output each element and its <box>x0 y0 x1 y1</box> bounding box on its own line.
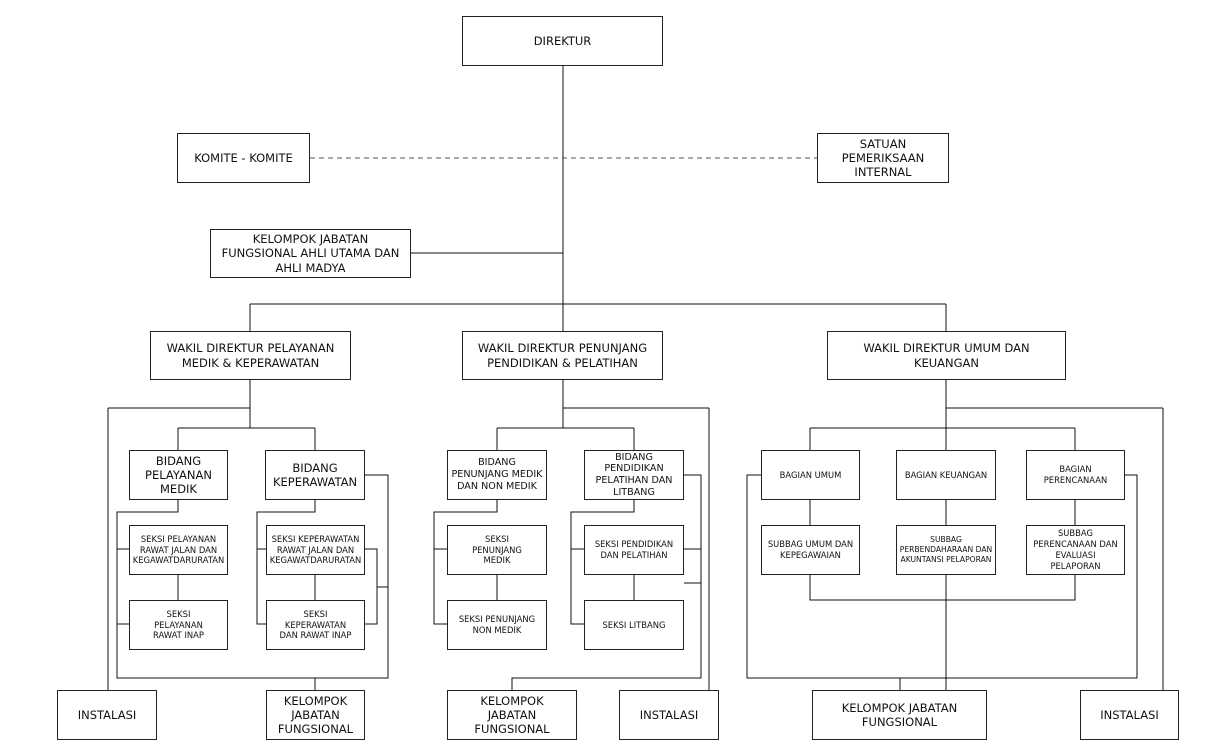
kjf-ahli-box: KELOMPOK JABATAN FUNGSIONAL AHLI UTAMA D… <box>210 229 411 278</box>
bidang-keperawatan-box: BIDANG KEPERAWATAN <box>265 450 365 500</box>
instalasi-1-label: INSTALASI <box>77 707 137 722</box>
kjf-1-label: KELOMPOK JABATAN FUNGSIONAL <box>277 693 354 736</box>
seksi-pelayanan-rawat-jalan-label: SEKSI PELAYANAN RAWAT JALAN DAN KEGAWATD… <box>132 533 225 566</box>
wadir-pelayanan-box: WAKIL DIREKTUR PELAYANAN MEDIK & KEPERAW… <box>150 331 351 380</box>
bagian-keuangan-box: BAGIAN KEUANGAN <box>896 450 996 500</box>
bagian-perencanaan-box: BAGIAN PERENCANAAN <box>1026 450 1125 500</box>
wadir-penunjang-box: WAKIL DIREKTUR PENUNJANG PENDIDIKAN & PE… <box>462 331 663 380</box>
bagian-perencanaan-label: BAGIAN PERENCANAAN <box>1043 464 1108 485</box>
spi-label: SATUAN PEMERIKSAAN INTERNAL <box>841 136 925 179</box>
bidang-pelayanan-medik-box: BIDANG PELAYANAN MEDIK <box>129 450 228 500</box>
seksi-pelayanan-rawat-jalan-box: SEKSI PELAYANAN RAWAT JALAN DAN KEGAWATD… <box>129 525 228 575</box>
wadir-penunjang-label: WAKIL DIREKTUR PENUNJANG PENDIDIKAN & PE… <box>477 341 648 370</box>
bidang-penunjang-label: BIDANG PENUNJANG MEDIK DAN NON MEDIK <box>451 457 543 492</box>
kjf-1-box: KELOMPOK JABATAN FUNGSIONAL <box>266 690 365 740</box>
wadir-umum-box: WAKIL DIREKTUR UMUM DAN KEUANGAN <box>827 331 1066 380</box>
seksi-keperawatan-rawat-inap-label: SEKSI KEPERAWATAN DAN RAWAT INAP <box>279 608 352 641</box>
seksi-litbang-box: SEKSI LITBANG <box>584 600 684 650</box>
direktur-label: DIREKTUR <box>533 33 592 48</box>
bidang-penunjang-box: BIDANG PENUNJANG MEDIK DAN NON MEDIK <box>447 450 547 500</box>
subbag-perbendaharaan-label: SUBBAG PERBENDAHARAAN DAN AKUNTANSI PELA… <box>899 534 993 565</box>
kjf-3-box: KELOMPOK JABATAN FUNGSIONAL <box>812 690 987 740</box>
bidang-keperawatan-label: BIDANG KEPERAWATAN <box>272 460 358 489</box>
bidang-pendidikan-label: BIDANG PENDIDIKAN PELATIHAN DAN LITBANG <box>595 451 673 498</box>
subbag-perencanaan-label: SUBBAG PERENCANAAN DAN EVALUASI PELAPORA… <box>1033 528 1118 571</box>
seksi-pelayanan-rawat-inap-box: SEKSI PELAYANAN RAWAT INAP <box>129 600 228 650</box>
subbag-perencanaan-box: SUBBAG PERENCANAAN DAN EVALUASI PELAPORA… <box>1026 525 1125 575</box>
instalasi-2-label: INSTALASI <box>639 707 699 722</box>
seksi-penunjang-non-medik-box: SEKSI PENUNJANG NON MEDIK <box>447 600 547 650</box>
subbag-umum-box: SUBBAG UMUM DAN KEPEGAWAIAN <box>761 525 860 575</box>
instalasi-3-box: INSTALASI <box>1080 690 1179 740</box>
seksi-pendidikan-box: SEKSI PENDIDIKAN DAN PELATIHAN <box>584 525 684 575</box>
subbag-perbendaharaan-box: SUBBAG PERBENDAHARAAN DAN AKUNTANSI PELA… <box>896 525 996 575</box>
bagian-umum-box: BAGIAN UMUM <box>761 450 860 500</box>
seksi-pelayanan-rawat-inap-label: SEKSI PELAYANAN RAWAT INAP <box>153 608 204 641</box>
instalasi-2-box: INSTALASI <box>619 690 719 740</box>
seksi-litbang-label: SEKSI LITBANG <box>602 619 666 630</box>
kjf-ahli-label: KELOMPOK JABATAN FUNGSIONAL AHLI UTAMA D… <box>221 232 400 275</box>
seksi-keperawatan-rawat-inap-box: SEKSI KEPERAWATAN DAN RAWAT INAP <box>266 600 365 650</box>
bagian-keuangan-label: BAGIAN KEUANGAN <box>904 469 988 480</box>
bidang-pendidikan-box: BIDANG PENDIDIKAN PELATIHAN DAN LITBANG <box>584 450 684 500</box>
seksi-pendidikan-label: SEKSI PENDIDIKAN DAN PELATIHAN <box>594 539 674 560</box>
kjf-2-label: KELOMPOK JABATAN FUNGSIONAL <box>474 693 550 736</box>
spi-box: SATUAN PEMERIKSAAN INTERNAL <box>817 133 949 183</box>
seksi-keperawatan-rawat-jalan-label: SEKSI KEPERAWATAN RAWAT JALAN DAN KEGAWA… <box>269 533 362 566</box>
seksi-penunjang-medik-label: SEKSI PENUNJANG MEDIK <box>472 533 522 566</box>
instalasi-1-box: INSTALASI <box>57 690 157 740</box>
seksi-keperawatan-rawat-jalan-box: SEKSI KEPERAWATAN RAWAT JALAN DAN KEGAWA… <box>266 525 365 575</box>
kjf-2-box: KELOMPOK JABATAN FUNGSIONAL <box>447 690 577 740</box>
seksi-penunjang-non-medik-label: SEKSI PENUNJANG NON MEDIK <box>458 614 536 635</box>
wadir-umum-label: WAKIL DIREKTUR UMUM DAN KEUANGAN <box>863 341 1030 370</box>
komite-box: KOMITE - KOMITE <box>177 133 310 183</box>
instalasi-3-label: INSTALASI <box>1100 707 1159 722</box>
wadir-pelayanan-label: WAKIL DIREKTUR PELAYANAN MEDIK & KEPERAW… <box>166 341 335 370</box>
seksi-penunjang-medik-box: SEKSI PENUNJANG MEDIK <box>447 525 547 575</box>
bidang-pelayanan-medik-label: BIDANG PELAYANAN MEDIK <box>145 453 212 496</box>
bagian-umum-label: BAGIAN UMUM <box>779 469 842 480</box>
kjf-3-label: KELOMPOK JABATAN FUNGSIONAL <box>841 700 958 729</box>
subbag-umum-label: SUBBAG UMUM DAN KEPEGAWAIAN <box>767 539 854 560</box>
direktur-box: DIREKTUR <box>462 16 663 66</box>
komite-label: KOMITE - KOMITE <box>194 150 293 165</box>
